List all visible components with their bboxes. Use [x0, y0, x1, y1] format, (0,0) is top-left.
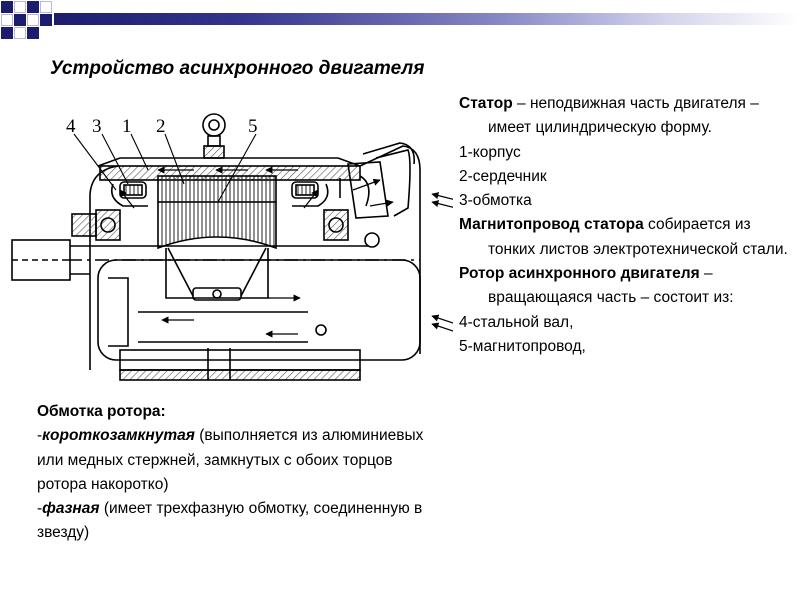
- core-def-text: собирается из тонких листов электротехни…: [488, 216, 788, 258]
- list-item-1: 1-корпус: [459, 143, 521, 161]
- squirrel-cage-def: (выполняется из алюминиевых или медных с…: [37, 427, 424, 493]
- stator-definition: Статор – неподвижная часть двигателя – и…: [459, 92, 795, 141]
- header-gradient-bar: [54, 13, 800, 25]
- list-item-4: 4-стальной вал,: [459, 313, 574, 331]
- decor-square: [14, 1, 26, 13]
- motor-base: [97, 259, 421, 381]
- list-item-2: 2-сердечник: [459, 167, 547, 185]
- dash: -: [37, 500, 43, 518]
- page-title: Устройство асинхронного двигателя: [50, 58, 425, 79]
- rotor-def-text: – вращающаяся часть – состоит из:: [488, 265, 734, 307]
- callout-3: 3: [92, 116, 102, 137]
- intake-arrow-icon: [431, 192, 453, 332]
- list-item-5: 5-магнитопровод,: [459, 337, 586, 355]
- rotor-term: Ротор асинхронного двигателя: [459, 265, 700, 283]
- callout-4: 4: [66, 116, 76, 137]
- wound-rotor-term: фазная: [42, 500, 100, 518]
- decor-square: [27, 14, 39, 26]
- decor-square: [14, 14, 26, 26]
- core-definition: Магнитопровод статора собирается из тонк…: [459, 213, 795, 262]
- decor-square: [40, 14, 52, 26]
- decor-square: [1, 14, 13, 26]
- rotor-core: [165, 247, 269, 301]
- rotor-winding-heading-text: Обмотка ротора:: [37, 403, 166, 420]
- corner-decoration: [0, 0, 800, 46]
- squirrel-cage-term: короткозамкнутая: [42, 427, 195, 445]
- decor-square: [27, 27, 39, 39]
- callout-2: 2: [156, 116, 166, 137]
- decor-square: [14, 27, 26, 39]
- decor-square: [1, 27, 13, 39]
- list-item-3: 3-обмотка: [459, 192, 532, 210]
- airflow-arrow-icon: [119, 166, 394, 338]
- bearing-shields: [71, 209, 349, 241]
- wound-rotor-item: -фазная (имеет трехфазную обмотку, соеди…: [37, 497, 437, 546]
- wound-rotor-def: (имеет трехфазную обмотку, соединенную в…: [37, 500, 423, 542]
- callout-1: 1: [122, 116, 132, 137]
- rotor-winding-heading: Обмотка ротора:: [37, 400, 437, 424]
- callout-leaders: [73, 133, 257, 203]
- decor-square: [27, 1, 39, 13]
- stator-core: [157, 175, 277, 250]
- fan-icon: [347, 149, 411, 248]
- dash: -: [37, 427, 43, 445]
- core-term: Магнитопровод статора: [459, 216, 644, 234]
- stator-term: Статор: [459, 95, 513, 112]
- rotor-definition: Ротор асинхронного двигателя – вращающая…: [459, 262, 795, 311]
- decor-square: [1, 1, 13, 13]
- decor-square: [40, 1, 52, 13]
- motor-diagram: 4 3 1 2 5: [11, 113, 453, 381]
- stator-def-text: – неподвижная часть двигателя – имеет ци…: [488, 95, 759, 137]
- rotor-winding-description: Обмотка ротора: -короткозамкнутая (выпол…: [37, 400, 437, 546]
- callout-5: 5: [248, 116, 258, 137]
- squirrel-cage-item: -короткозамкнутая (выполняется из алюмин…: [37, 424, 437, 497]
- eyebolt-icon: [202, 113, 226, 159]
- stator-rotor-description: Статор – неподвижная часть двигателя – и…: [459, 92, 795, 359]
